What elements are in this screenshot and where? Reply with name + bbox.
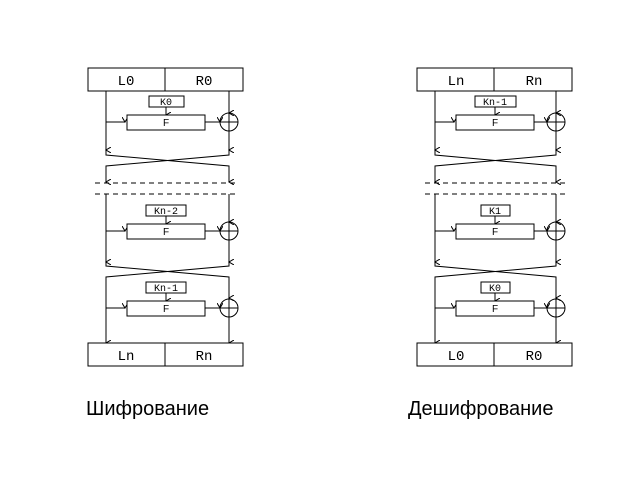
enc-f-label-2: F: [163, 227, 169, 238]
enc-round-2: Kn-2 F: [106, 194, 239, 343]
dec-f-label-2: F: [492, 227, 498, 238]
dec-key-3-label: K0: [489, 284, 501, 295]
enc-bottom-right-label: Rn: [196, 349, 213, 365]
dec-round-1: Kn-1 F: [435, 91, 566, 182]
dec-bottom-right-label: R0: [526, 349, 543, 365]
dec-key-2-label: K1: [489, 207, 501, 218]
enc-key-2-label: Kn-2: [154, 207, 178, 218]
enc-key-1-label: K0: [160, 98, 172, 109]
enc-round-1: K0 F: [106, 91, 239, 182]
dec-bottom-left-label: L0: [448, 349, 465, 365]
encryption-caption: Шифрование: [86, 398, 210, 420]
enc-f-label-3: F: [163, 304, 169, 315]
dec-top-left-label: Ln: [448, 74, 465, 90]
decryption-caption: Дешифрование: [408, 398, 554, 420]
encryption-network: L0 R0 K0 F Kn-: [87, 67, 244, 367]
dec-f-label-3: F: [492, 304, 498, 315]
dec-round-3: K0 F: [435, 281, 566, 343]
dec-round-2: K1 F: [435, 194, 566, 343]
enc-bottom-left-label: Ln: [118, 349, 135, 365]
decryption-network: Ln Rn Kn-1 F K1: [416, 67, 573, 367]
enc-f-label-1: F: [163, 118, 169, 129]
dec-key-1-label: Kn-1: [483, 98, 507, 109]
enc-top-left-label: L0: [118, 74, 135, 90]
dec-f-label-1: F: [492, 118, 498, 129]
enc-key-3-label: Kn-1: [154, 284, 178, 295]
dec-top-right-label: Rn: [526, 74, 543, 90]
enc-round-3: Kn-1 F: [106, 281, 239, 343]
enc-top-right-label: R0: [196, 74, 213, 90]
